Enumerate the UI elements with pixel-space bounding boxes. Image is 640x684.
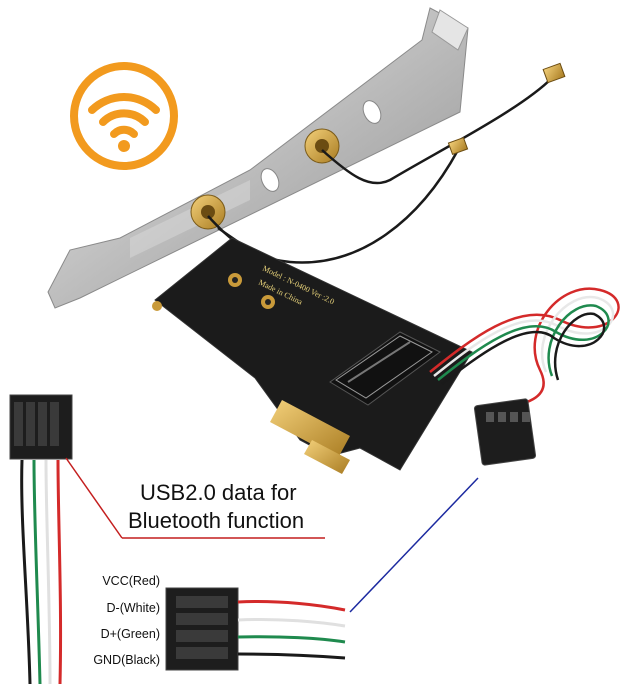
left-connector-closeup (9, 394, 73, 684)
bracket-hole (362, 100, 382, 124)
ufl-connector (542, 62, 566, 84)
caption-line-1: USB2.0 data for (140, 480, 297, 505)
bracket-hole (260, 168, 280, 192)
pcb-adapter: Model : N-0400 Ver :2.0 Made in China (152, 237, 473, 471)
usb-header-connector (473, 398, 537, 466)
pin-label-d-minus: D-(White) (106, 601, 160, 615)
m2-slot (329, 331, 441, 406)
antenna-connector (190, 194, 226, 230)
pcie-gold-fingers (270, 400, 350, 474)
bottom-connector-closeup (165, 587, 346, 671)
caption-line-2: Bluetooth function (128, 508, 305, 533)
ufl-connector (447, 136, 469, 156)
pin-label-d-plus: D+(Green) (100, 627, 160, 641)
wifi-icon (70, 62, 178, 170)
pointer-line (349, 477, 479, 613)
pointer-line (65, 457, 123, 539)
antenna-connector (304, 128, 340, 164)
usb-header-cable (429, 287, 620, 410)
pin-label-vcc: VCC(Red) (102, 574, 160, 588)
pin-label-gnd: GND(Black) (93, 653, 160, 667)
